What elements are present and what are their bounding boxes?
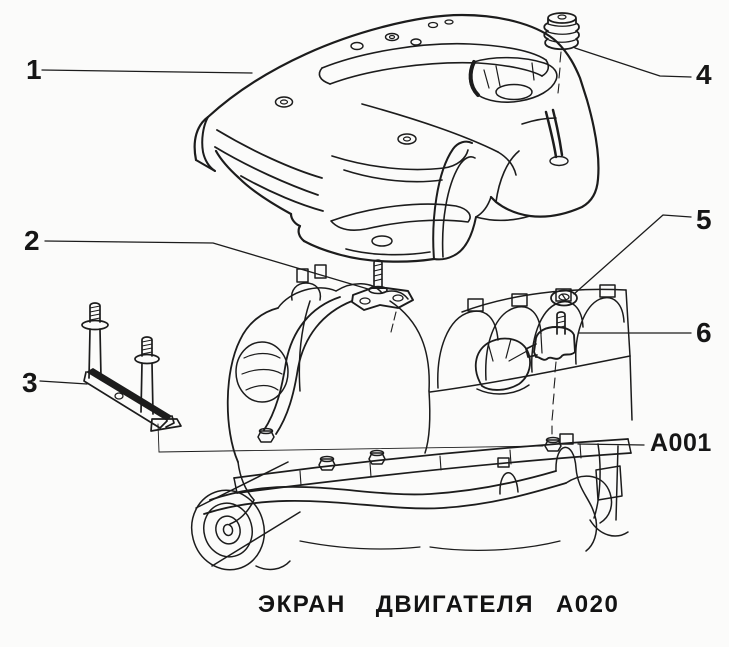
leader-line-a001 <box>577 443 645 446</box>
caption-word-code: А020 <box>555 591 620 618</box>
callout-label-a001: A001 <box>650 429 712 457</box>
engine-block-drawing <box>157 264 633 571</box>
rear-bracket-drawing <box>525 311 576 435</box>
leader-line-3 <box>39 380 88 385</box>
callout-label-5: 5 <box>696 204 713 235</box>
callout-label-6: 6 <box>696 317 713 348</box>
callout-label-4: 4 <box>696 59 713 90</box>
leader-line-2 <box>44 240 369 290</box>
leader-line-4 <box>574 47 692 78</box>
callout-label-2: 2 <box>24 225 41 256</box>
caption-word-ekran: ЭКРАН <box>258 591 346 618</box>
caption-word-dvigatelya: ДВИГАТЕЛЯ <box>375 591 534 618</box>
callout-label-3: 3 <box>22 367 39 398</box>
engine-cover-drawing <box>193 13 600 263</box>
leader-lines <box>39 47 692 446</box>
front-bracket-drawing <box>351 259 414 333</box>
leader-line-5 <box>573 214 692 295</box>
figure-caption: ЭКРАН ДВИГАТЕЛЯ А020 <box>258 591 619 619</box>
grommet-drawing <box>543 12 580 94</box>
callout-label-1: 1 <box>26 54 43 85</box>
flange-nut <box>257 427 386 471</box>
leader-line-1 <box>41 69 253 74</box>
left-bracket-drawing <box>81 302 182 432</box>
